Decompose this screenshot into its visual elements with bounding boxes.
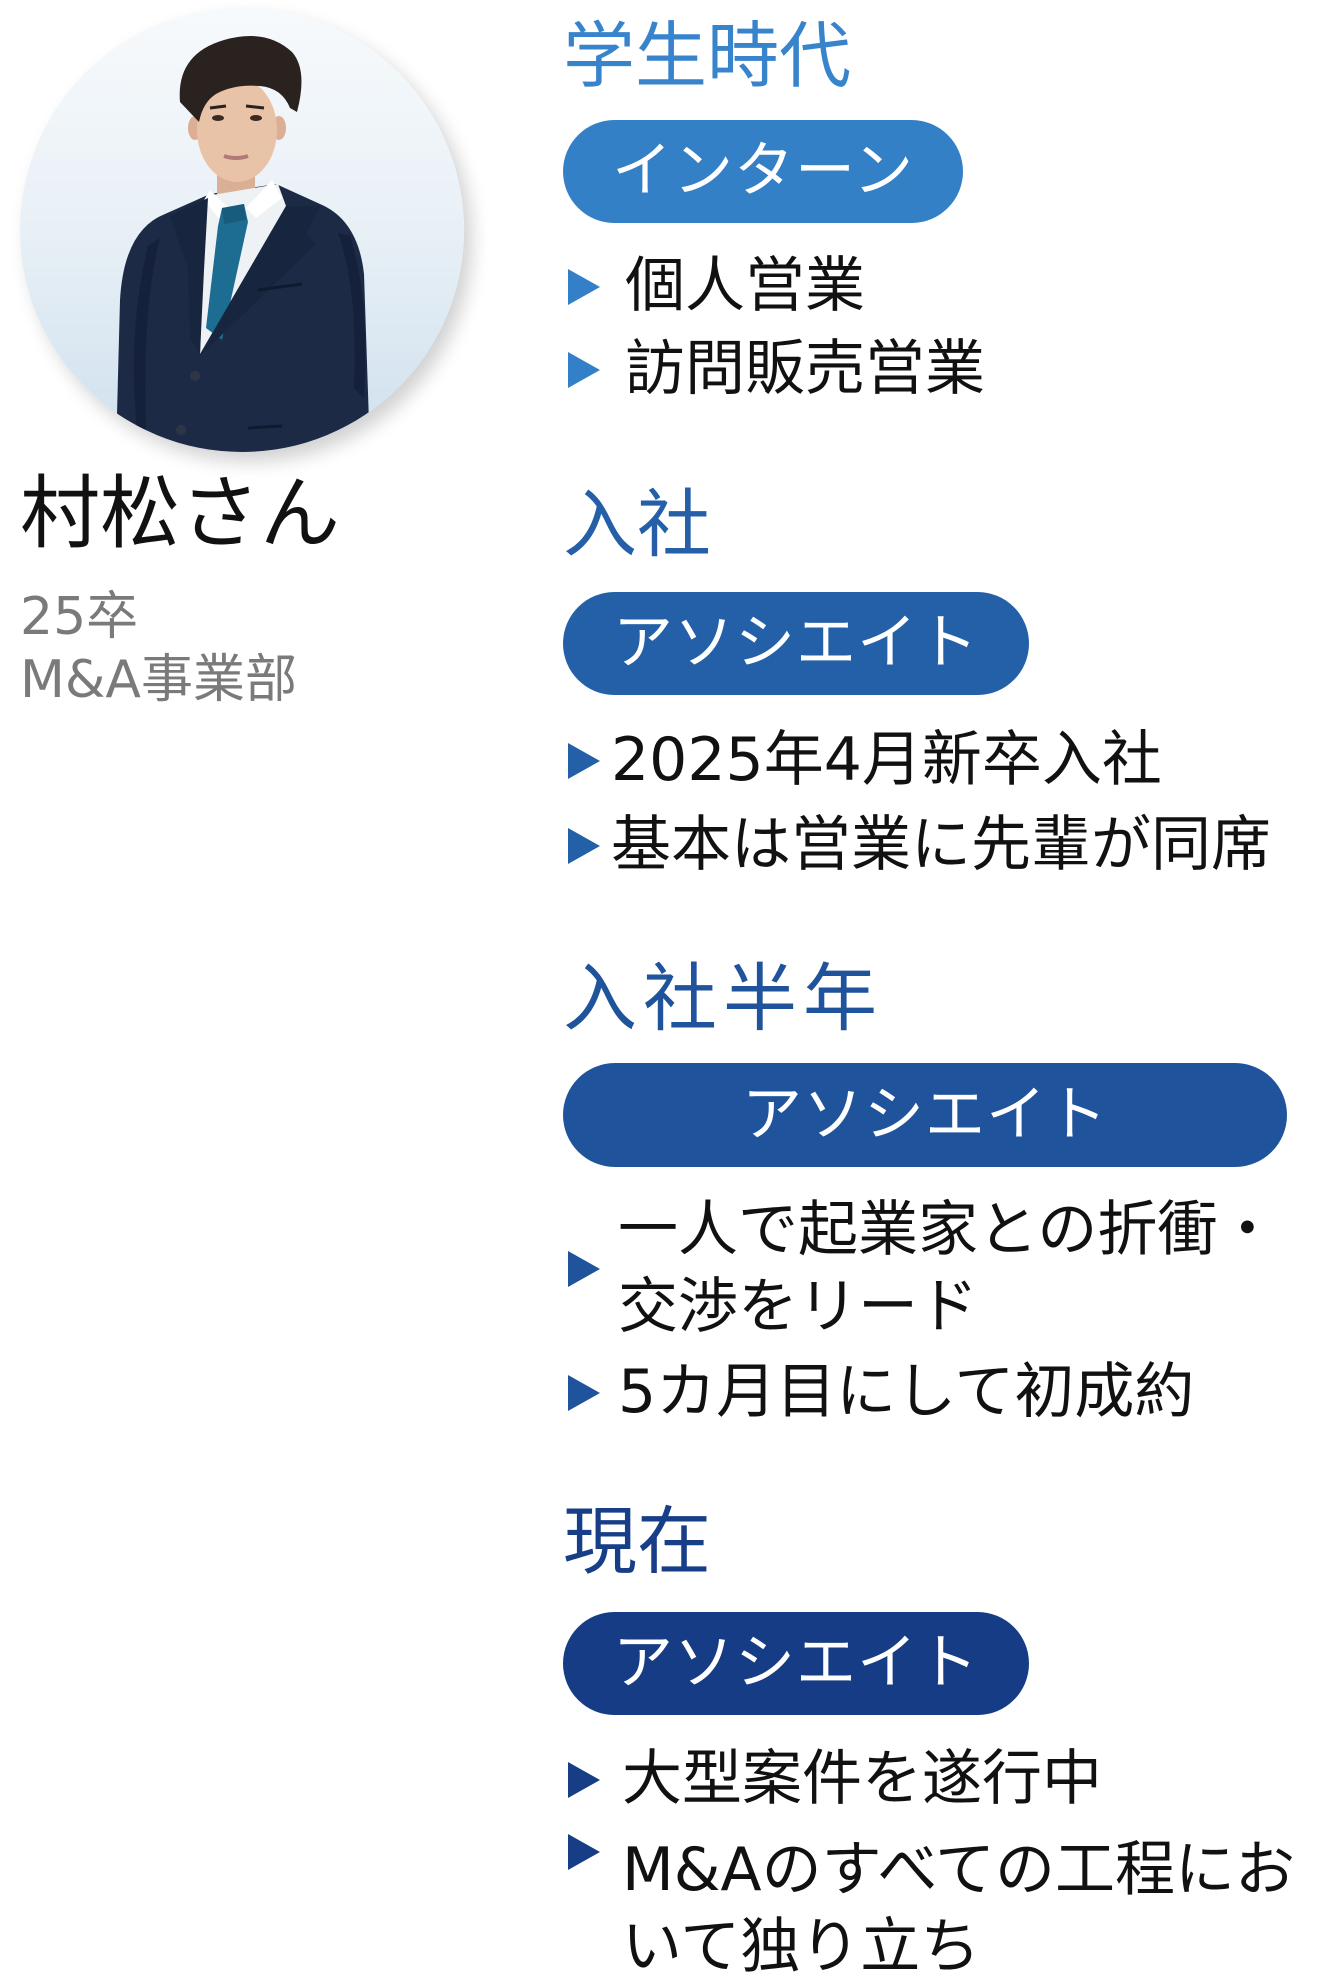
triangle-right-icon (568, 268, 600, 305)
bullet-list: 個人営業 訪問販売営業 (568, 245, 985, 411)
item-text-line: 交渉をリード (618, 1272, 978, 1342)
section-heading: 入社 (563, 482, 711, 568)
role-badge: アソシエイト (563, 1063, 1287, 1167)
list-item: 訪問販売営業 (568, 328, 985, 411)
item-text-line: いて独り立ち (622, 1912, 981, 1982)
person-name: 村松さん (20, 467, 340, 560)
list-item: 基本は営業に先輩が同席 (568, 803, 1271, 888)
role-badge: インターン (563, 120, 963, 223)
profile-photo (20, 8, 464, 452)
section-heading: 入社半年 (563, 956, 883, 1042)
triangle-right-icon (568, 351, 600, 388)
triangle-right-icon (568, 1761, 600, 1798)
item-text: 5カ月目にして初成約 (618, 1357, 1195, 1427)
item-text: 大型案件を遂行中 (622, 1744, 1102, 1814)
bullet-list: 大型案件を遂行中 M&Aのすべての工程にお いて独り立ち (568, 1741, 1295, 1986)
triangle-right-icon (568, 827, 600, 864)
department: M&A事業部 (20, 650, 297, 710)
role-badge: アソシエイト (563, 1612, 1029, 1715)
list-item: 一人で起業家との折衝・ 交渉をリード (568, 1192, 1277, 1346)
item-text: 2025年4月新卒入社 (611, 725, 1162, 795)
list-item: 大型案件を遂行中 (568, 1741, 1295, 1818)
bullet-list: 一人で起業家との折衝・ 交渉をリード 5カ月目にして初成約 (568, 1192, 1277, 1431)
list-item: 個人営業 (568, 245, 985, 328)
person-portrait-icon (116, 36, 370, 452)
list-item: M&Aのすべての工程にお いて独り立ち (568, 1832, 1295, 1986)
bullet-list: 2025年4月新卒入社 基本は営業に先輩が同席 (568, 718, 1271, 888)
item-text: 訪問販売営業 (625, 334, 985, 404)
item-text: 個人営業 (625, 251, 865, 321)
item-text: 基本は営業に先輩が同席 (611, 810, 1271, 880)
triangle-right-icon (568, 1834, 600, 1870)
list-item: 2025年4月新卒入社 (568, 718, 1271, 803)
list-item: 5カ月目にして初成約 (568, 1354, 1277, 1431)
item-text-line: 一人で起業家との折衝・ (618, 1195, 1278, 1265)
section-heading: 学生時代 (563, 14, 852, 98)
triangle-right-icon (568, 1374, 600, 1411)
section-heading: 現在 (563, 1499, 711, 1585)
role-badge: アソシエイト (563, 592, 1029, 695)
item-text-line: M&Aのすべての工程にお (622, 1835, 1295, 1905)
graduation-year: 25卒 (20, 587, 139, 647)
triangle-right-icon (568, 1251, 600, 1287)
person-meta: 25卒 M&A事業部 (20, 586, 297, 712)
triangle-right-icon (568, 742, 600, 779)
